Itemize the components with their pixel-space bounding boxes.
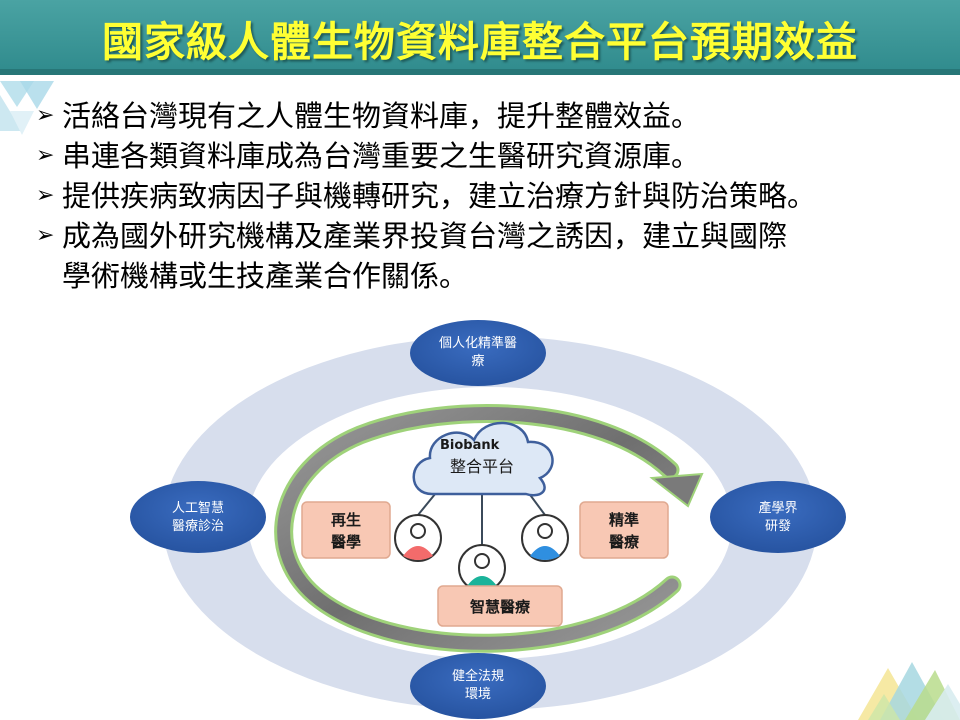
title-bar: 國家級人體生物資料庫整合平台預期效益: [0, 0, 960, 75]
bullet-list: ➢ 活絡台灣現有之人體生物資料庫，提升整體效益。 ➢ 串連各類資料庫成為台灣重要…: [36, 96, 956, 296]
cycle-arrow-head: [649, 472, 704, 508]
cloud-title: Biobank: [440, 438, 500, 453]
bullet-item: ➢ 串連各類資料庫成為台灣重要之生醫研究資源庫。: [36, 136, 956, 176]
bullet-item: ➢ 成為國外研究機構及產業界投資台灣之誘因，建立與國際 學術機構或生技產業合作關…: [36, 216, 956, 296]
cloud-subtitle: 整合平台: [450, 457, 514, 476]
person-icon: [394, 514, 442, 562]
svg-text:精準: 精準: [609, 511, 639, 529]
arrow-bullet-icon: ➢: [36, 143, 55, 168]
node-ai-medical: 人工智慧 醫療診治: [130, 481, 266, 553]
regen-medicine-box: 再生 醫學: [301, 501, 391, 559]
arrow-bullet-icon: ➢: [36, 223, 55, 248]
biobank-cloud: Biobank 整合平台: [412, 421, 554, 497]
svg-text:療: 療: [471, 354, 484, 369]
node-personalized-medicine: 個人化精準醫 療: [410, 320, 546, 386]
bullet-item: ➢ 活絡台灣現有之人體生物資料庫，提升整體效益。: [36, 96, 956, 136]
smart-medicine-box: 智慧醫療: [437, 585, 563, 627]
svg-text:環境: 環境: [465, 687, 491, 702]
cycle-arrow: [277, 407, 679, 650]
svg-text:智慧醫療: 智慧醫療: [470, 598, 531, 616]
svg-text:健全法規: 健全法規: [452, 668, 504, 684]
svg-text:醫療: 醫療: [609, 533, 640, 551]
svg-text:個人化精準醫: 個人化精準醫: [439, 335, 517, 351]
node-industry-research: 產學界 研發: [710, 481, 846, 553]
svg-text:再生: 再生: [331, 511, 361, 529]
bullet-continuation: 學術機構或生技產業合作關係。: [62, 259, 469, 293]
precision-medicine-box: 精準 醫療: [579, 501, 669, 559]
svg-text:醫療診治: 醫療診治: [172, 518, 224, 534]
svg-text:人工智慧: 人工智慧: [172, 500, 224, 516]
bullet-item: ➢ 提供疾病致病因子與機轉研究，建立治療方針與防治策略。: [36, 176, 956, 216]
decor-triangles-top-left: [0, 81, 54, 135]
node-regulation: 健全法規 環境: [410, 653, 546, 719]
svg-text:醫學: 醫學: [331, 533, 361, 551]
arrow-bullet-icon: ➢: [36, 103, 55, 128]
svg-text:產學界: 產學界: [758, 500, 797, 516]
inner-ring-hole: [248, 387, 732, 659]
svg-text:研發: 研發: [765, 519, 791, 534]
slide-title: 國家級人體生物資料庫整合平台預期效益: [102, 18, 858, 66]
decor-triangles-bottom-right: [858, 662, 960, 720]
person-icon: [521, 514, 569, 562]
person-icon: [458, 544, 506, 592]
arrow-bullet-icon: ➢: [36, 183, 55, 208]
